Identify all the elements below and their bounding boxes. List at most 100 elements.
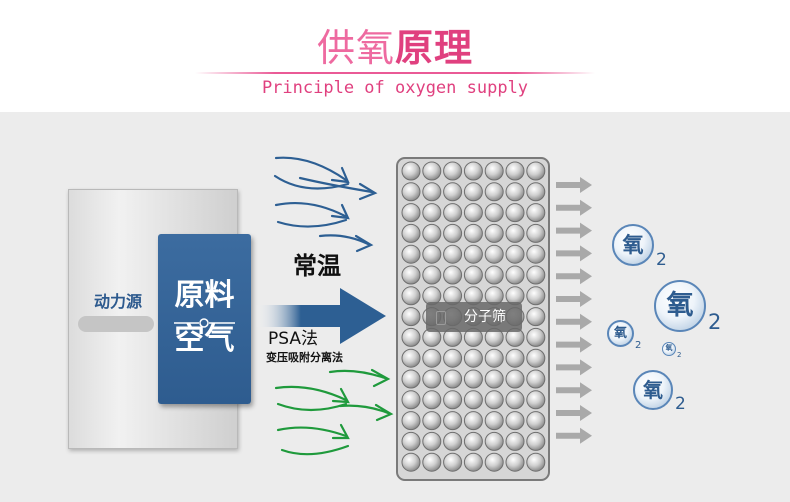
sieve-bead (463, 411, 483, 431)
output-arrow (556, 291, 592, 307)
oxygen-molecule-icon: 氧 2 (607, 320, 647, 356)
green-flow-arrows (274, 368, 394, 456)
oxygen-molecule-icon: 氧 2 (612, 224, 674, 274)
sieve-bead (484, 452, 504, 472)
raw-air-label: 空气 (174, 322, 235, 357)
sieve-bead (463, 369, 483, 389)
sieve-bead (484, 223, 504, 243)
sieve-bead (484, 348, 504, 368)
sieve-bead (526, 327, 546, 347)
sieve-bead (505, 348, 525, 368)
sieve-bead (463, 244, 483, 264)
sieve-bead (401, 182, 421, 202)
title-light-part: 供氧 (316, 26, 395, 70)
power-source-label: 动力源 (93, 292, 142, 311)
sieve-bead (484, 411, 504, 431)
sieve-bead (505, 244, 525, 264)
sieve-bead (401, 348, 421, 368)
page-title: 供氧原理 (0, 26, 790, 70)
sieve-bead (422, 244, 442, 264)
sieve-bead (401, 223, 421, 243)
sieve-bead (463, 390, 483, 410)
sieve-bead (505, 161, 525, 181)
sieve-bead (484, 244, 504, 264)
oxygen-molecule-icon: 氧 2 (654, 280, 734, 342)
sieve-bead (443, 265, 463, 285)
raw-material-label: 原料 (174, 278, 235, 313)
psa-method-full-label: 变压吸附分离法 (266, 351, 343, 364)
title-divider (195, 72, 595, 74)
oxygen-molecule-icon: 氧 2 (633, 370, 693, 420)
sieve-bead (422, 411, 442, 431)
sieve-bead (463, 348, 483, 368)
sieve-bead (526, 452, 546, 472)
sieve-bead (422, 431, 442, 451)
sieve-bead (443, 369, 463, 389)
output-arrow (556, 199, 592, 216)
sieve-bead (526, 244, 546, 264)
sieve-bead (422, 348, 442, 368)
air-flow-arrows (273, 156, 378, 253)
sieve-bead (505, 411, 525, 431)
sieve-bead (526, 286, 546, 306)
sieve-bead (422, 223, 442, 243)
sieve-bead (422, 182, 442, 202)
sieve-bead (401, 286, 421, 306)
sieve-bead (401, 265, 421, 285)
sieve-bead (484, 265, 504, 285)
sieve-bead (526, 223, 546, 243)
sieve-bead (422, 161, 442, 181)
sieve-bead (443, 411, 463, 431)
title-bold-part: 原理 (395, 26, 474, 70)
output-arrow (556, 222, 592, 239)
sieve-bead (484, 182, 504, 202)
sieve-bead (526, 182, 546, 202)
sieve-bead (526, 431, 546, 451)
sieve-bead (443, 223, 463, 243)
sieve-bead (505, 203, 525, 223)
temperature-label: 常温 (293, 252, 341, 280)
sieve-bead (505, 369, 525, 389)
output-arrow (556, 313, 592, 330)
sieve-bead (526, 411, 546, 431)
raw-material-box: 原料 空气 (158, 234, 251, 404)
sieve-bead (401, 244, 421, 264)
sieve-bead (443, 244, 463, 264)
molecular-sieve-label: 分子筛 (426, 302, 522, 332)
sieve-bead (526, 203, 546, 223)
sieve-bead (422, 265, 442, 285)
output-arrow (556, 359, 592, 376)
psa-method-label: PSA法 (268, 329, 318, 349)
sieve-bead (443, 203, 463, 223)
sieve-bead (484, 203, 504, 223)
output-arrows (556, 177, 592, 444)
sieve-bead (443, 161, 463, 181)
filter-icon (436, 311, 446, 325)
output-arrow (556, 382, 592, 399)
sieve-bead (526, 390, 546, 410)
sieve-bead (505, 431, 525, 451)
header: 供氧原理 Principle of oxygen supply (0, 0, 790, 112)
sieve-bead (443, 390, 463, 410)
page-subtitle: Principle of oxygen supply (261, 78, 529, 98)
sieve-bead (401, 390, 421, 410)
sieve-bead (505, 390, 525, 410)
sieve-bead (401, 431, 421, 451)
sieve-bead (463, 203, 483, 223)
sieve-bead (422, 369, 442, 389)
sieve-bead (505, 452, 525, 472)
sieve-bead (505, 182, 525, 202)
main-arrow (255, 288, 386, 344)
sieve-bead (422, 452, 442, 472)
sieve-bead (526, 348, 546, 368)
sieve-bead (526, 265, 546, 285)
sieve-bead (422, 390, 442, 410)
sieve-bead (526, 307, 546, 327)
sieve-bead (463, 182, 483, 202)
sieve-bead (443, 431, 463, 451)
output-arrow (556, 427, 592, 444)
sieve-bead (401, 452, 421, 472)
sieve-bead (463, 431, 483, 451)
sieve-bead (443, 182, 463, 202)
